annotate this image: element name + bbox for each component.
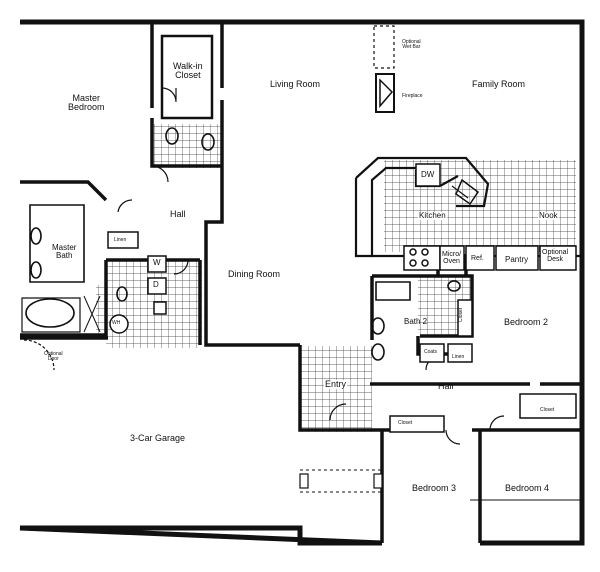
label-micro-oven: Micro/ Oven bbox=[442, 251, 462, 266]
fireplace-symbol bbox=[373, 25, 395, 113]
label-dining-room: Dining Room bbox=[228, 269, 281, 279]
master-closet-tile bbox=[152, 124, 222, 168]
label-water-heater: WH bbox=[112, 320, 121, 326]
label-master-bath: Master Bath bbox=[52, 243, 77, 261]
label-closet-bed4: Closet bbox=[540, 407, 555, 413]
closets bbox=[107, 231, 577, 433]
bath-fixtures bbox=[21, 127, 461, 361]
laundry-fixtures bbox=[109, 255, 167, 334]
label-garage: 3-Car Garage bbox=[130, 433, 186, 443]
door-swings bbox=[23, 87, 505, 445]
label-optional-wet-bar: Optional Wet Bar bbox=[402, 39, 421, 51]
label-closet-bath2: Closet bbox=[458, 307, 464, 322]
label-closet-bed3: Closet bbox=[398, 420, 413, 426]
label-hall-upper: Hall bbox=[170, 209, 186, 219]
master-bath-tile bbox=[96, 285, 106, 335]
label-hall-lower: Hall bbox=[438, 381, 454, 391]
label-bath-2: Bath 2 bbox=[404, 317, 428, 326]
kitchen-appliances bbox=[403, 163, 577, 271]
exterior-walls bbox=[19, 19, 585, 546]
label-linen-hall: Linen bbox=[452, 354, 465, 360]
label-washer: W bbox=[153, 258, 161, 267]
label-coats: Coats bbox=[424, 349, 438, 355]
label-bedroom-4: Bedroom 4 bbox=[505, 483, 550, 493]
label-refrigerator: Ref. bbox=[471, 255, 484, 262]
label-optional-door: Optional Door bbox=[44, 351, 63, 363]
label-nook: Nook bbox=[538, 211, 559, 221]
label-bedroom-3: Bedroom 3 bbox=[412, 483, 457, 493]
label-master-bedroom: Master Bedroom bbox=[68, 93, 105, 113]
label-pantry: Pantry bbox=[505, 255, 529, 264]
label-fireplace: Fireplace bbox=[402, 93, 423, 99]
label-entry: Entry bbox=[324, 379, 348, 390]
label-living-room: Living Room bbox=[270, 79, 321, 89]
label-linen-master: Linen bbox=[114, 237, 127, 243]
label-walk-in-closet: Walk-in Closet bbox=[172, 61, 204, 81]
label-optional-desk: Optional Desk bbox=[542, 249, 569, 264]
posts bbox=[299, 473, 383, 489]
interior-walls bbox=[20, 22, 580, 543]
label-dryer: D bbox=[153, 280, 159, 289]
label-dishwasher: DW bbox=[421, 170, 435, 179]
label-kitchen: Kitchen bbox=[418, 211, 447, 221]
label-bedroom-2: Bedroom 2 bbox=[504, 317, 549, 327]
openings bbox=[221, 168, 580, 501]
label-family-room: Family Room bbox=[472, 79, 526, 89]
